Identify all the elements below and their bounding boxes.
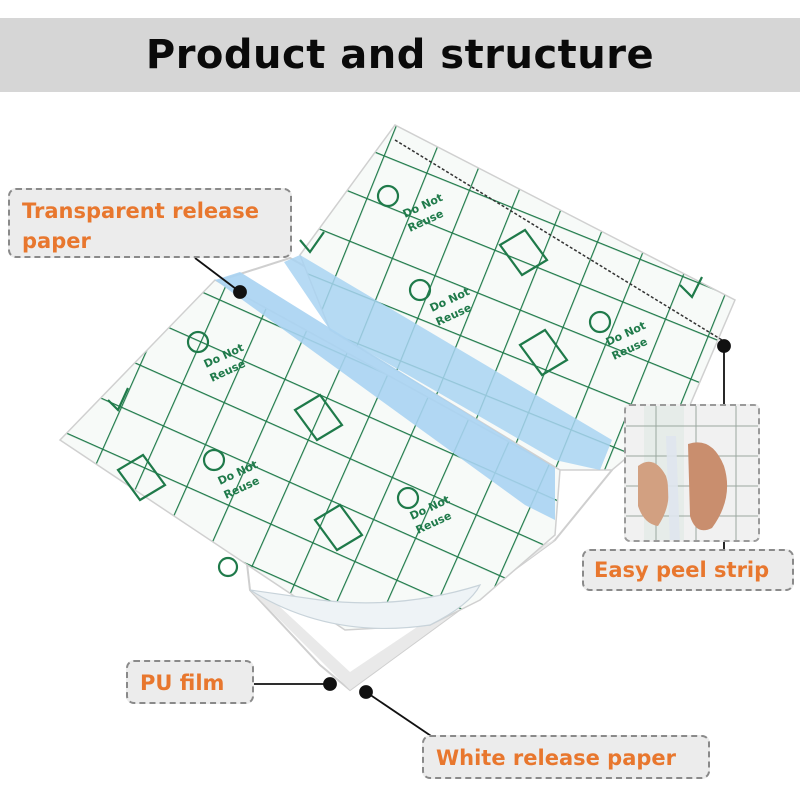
white-paper-edge xyxy=(250,540,555,690)
pointer-dot-white xyxy=(359,685,373,699)
finger-shape xyxy=(688,442,728,531)
page-title: Product and structure xyxy=(145,32,655,78)
pointer-dot-pu xyxy=(323,677,337,691)
label-easy-peel-strip: Easy peel strip xyxy=(582,549,794,591)
blue-peel-strip-bottom xyxy=(215,272,555,520)
bottom-pu-film-sheet xyxy=(58,272,561,631)
label-white-release-paper: White release paper xyxy=(422,735,710,779)
label-transparent-release-paper: Transparent release paper xyxy=(8,188,292,258)
blue-peel-strip-top xyxy=(284,255,612,470)
title-banner: Product and structure xyxy=(0,18,800,92)
pointer-dot-peel xyxy=(717,339,731,353)
pointer-dot-transparent xyxy=(233,285,247,299)
curled-film-corner xyxy=(249,584,482,630)
peel-demo-photo xyxy=(624,404,760,542)
label-pu-film: PU film xyxy=(126,660,254,704)
printed-symbols xyxy=(107,184,703,578)
